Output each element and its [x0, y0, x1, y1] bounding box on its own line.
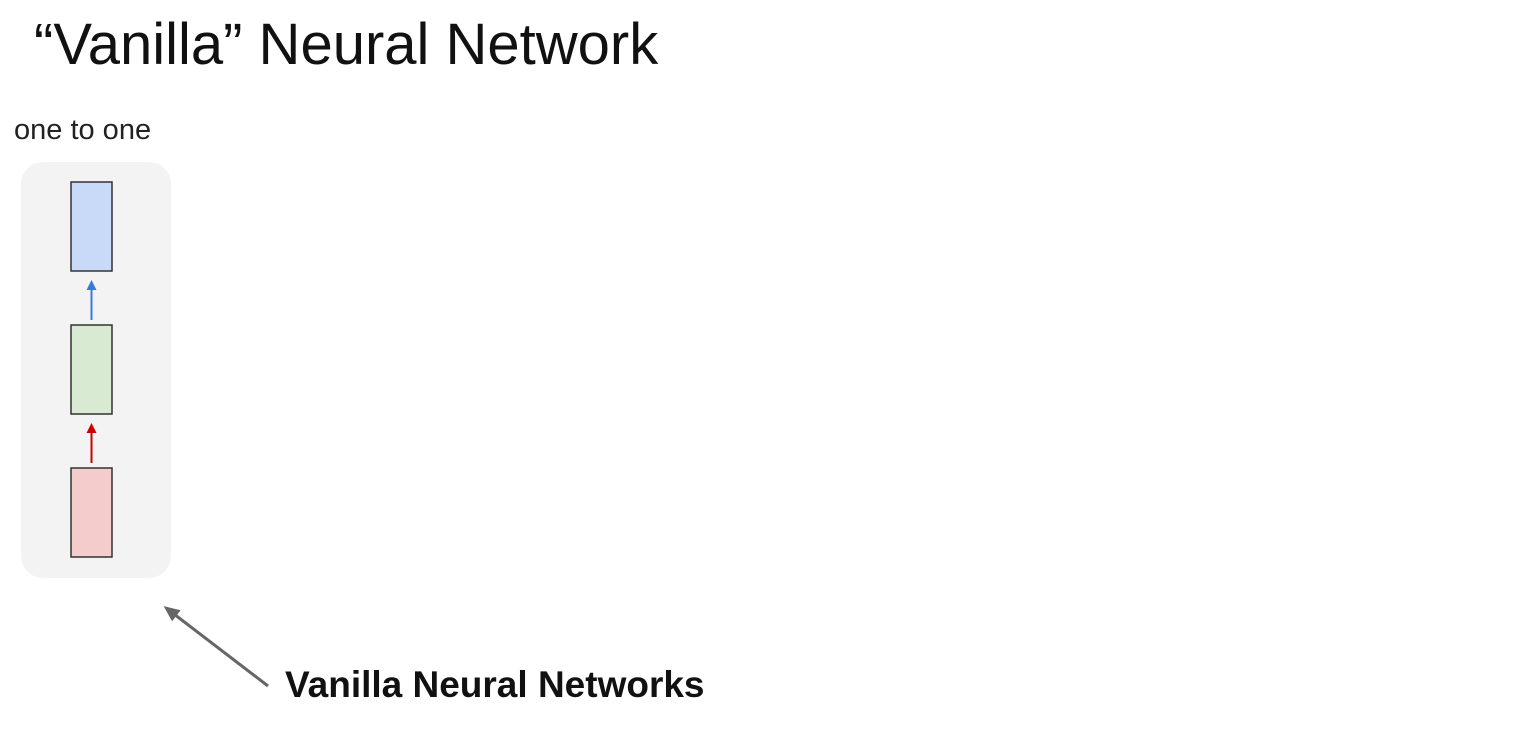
hidden-node [70, 324, 113, 415]
output-node [70, 181, 113, 272]
annotation-label: Vanilla Neural Networks [285, 664, 705, 705]
pointer-arrow [163, 606, 269, 688]
input-node [70, 467, 113, 558]
panel-label: one to one [14, 114, 152, 146]
slide-title: “Vanilla” Neural Network [34, 12, 659, 77]
